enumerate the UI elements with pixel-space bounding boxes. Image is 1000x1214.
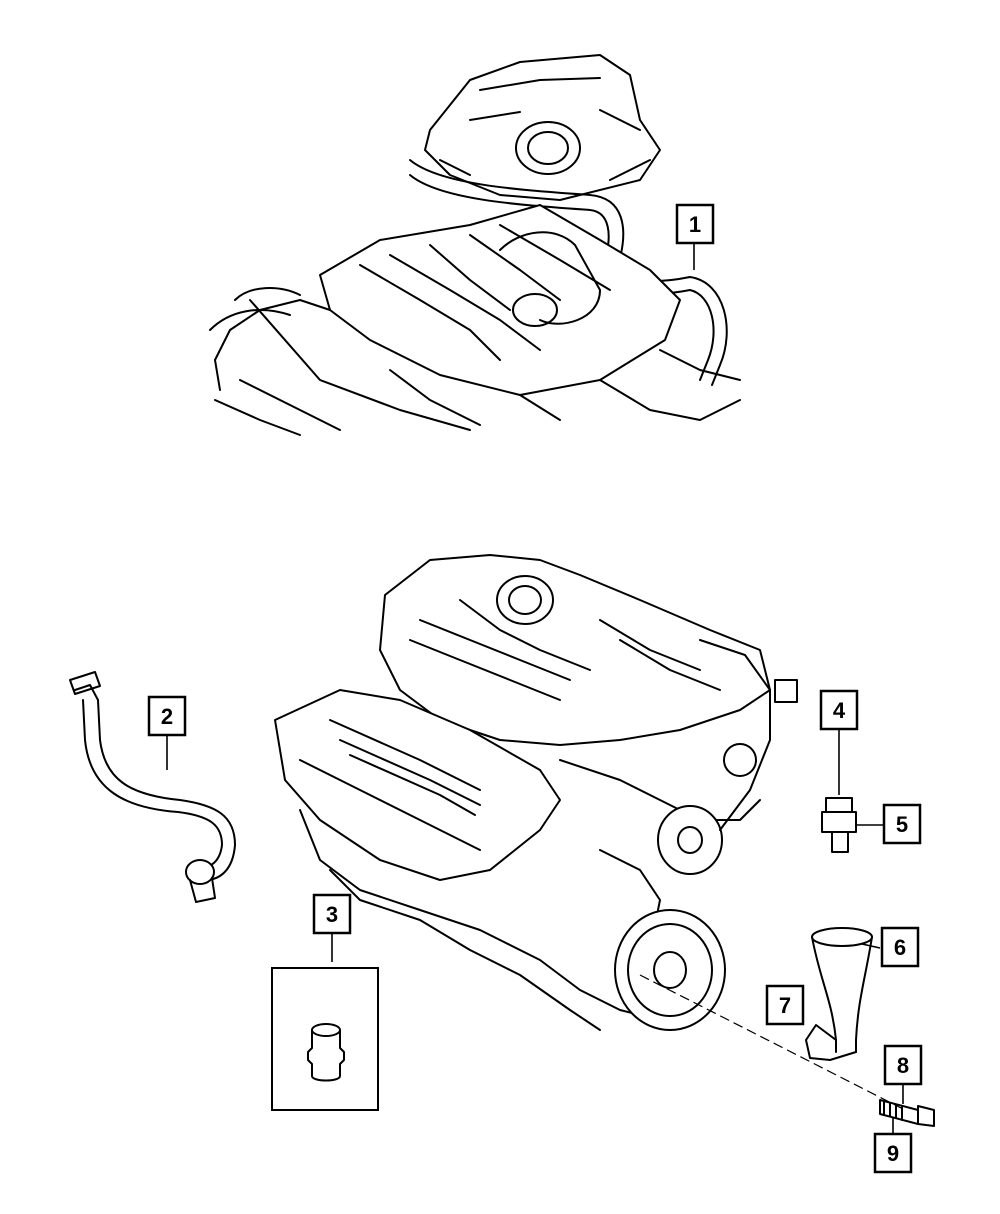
callout-6: 6 (880, 926, 920, 968)
svg-text:4: 4 (833, 698, 846, 723)
engine-assembly-illustration (274, 554, 798, 1031)
leader-lines (166, 244, 904, 1133)
svg-text:2: 2 (161, 704, 173, 729)
sensor-illustration (821, 797, 857, 853)
throttle-body (496, 575, 554, 625)
svg-text:3: 3 (326, 902, 338, 927)
callout-9: 9 (873, 1132, 913, 1174)
callout-8: 8 (883, 1044, 923, 1086)
callout-1: 1 (675, 203, 715, 245)
callout-3: 3 (312, 893, 352, 935)
svg-text:6: 6 (894, 935, 906, 960)
pcv-hose-illustration (69, 671, 236, 903)
svg-text:5: 5 (896, 812, 908, 837)
intake-manifold-top (319, 204, 681, 396)
callout-5: 5 (882, 803, 922, 845)
water-pump-pulley (657, 805, 723, 875)
svg-text:7: 7 (779, 993, 791, 1018)
dipstick-tube-illustration (805, 927, 873, 1061)
callout-2: 2 (147, 695, 187, 737)
svg-text:9: 9 (887, 1141, 899, 1166)
callout-7: 7 (765, 984, 805, 1026)
assembly-centerline (639, 974, 906, 1111)
callout-4: 4 (819, 689, 859, 731)
crankshaft-pulley (614, 909, 726, 1031)
fitting-box (271, 967, 379, 1111)
svg-text:1: 1 (689, 212, 701, 237)
air-cleaner-outlet (515, 121, 581, 175)
svg-text:8: 8 (897, 1053, 909, 1078)
sensor-connector (774, 679, 798, 703)
bolt-illustration (879, 1099, 935, 1127)
upper-engine-assembly-illustration (209, 54, 741, 436)
